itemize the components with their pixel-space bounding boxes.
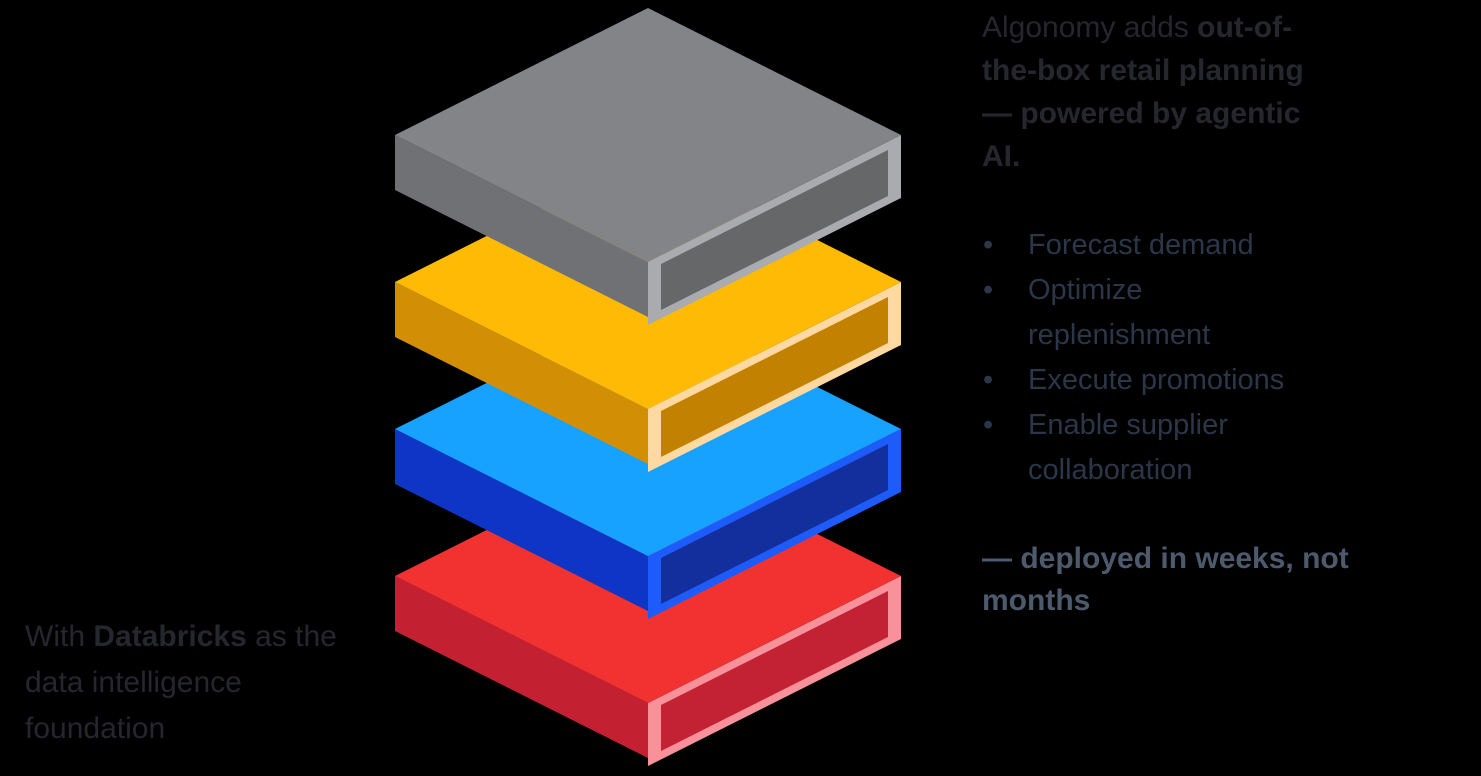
- intro-line-2: the-box retail planning: [982, 54, 1304, 87]
- blue-left-face: [395, 429, 648, 611]
- outro-paragraph: — deployed in weeks, not months: [982, 538, 1422, 622]
- left-caption-line-2: data intelligence: [25, 666, 242, 699]
- gray-top-face: [395, 8, 901, 262]
- intro-line-1: Algonomy adds out-of-: [982, 6, 1422, 49]
- intro-paragraph: Algonomy adds out-of- the-box retail pla…: [982, 6, 1422, 178]
- left-caption-suffix: as the: [246, 620, 337, 653]
- intro-line-4: AI.: [982, 140, 1021, 173]
- gray-right-face-panel: [661, 150, 888, 310]
- left-caption-line-3: foundation: [25, 712, 166, 745]
- outro-line-2: months: [982, 584, 1091, 617]
- left-caption: With Databricks as the data intelligence…: [25, 614, 385, 752]
- intro-regular-text: Algonomy adds: [982, 11, 1198, 44]
- intro-line-3: — powered by agentic: [982, 97, 1301, 130]
- bullet-item-execute-promotions: Execute promotions: [982, 358, 1327, 403]
- intro-bold-text: out-of-: [1197, 11, 1293, 44]
- left-caption-prefix: With: [25, 620, 94, 653]
- right-panel: Algonomy adds out-of- the-box retail pla…: [982, 6, 1422, 622]
- outro-line-1: — deployed in weeks, not: [982, 542, 1349, 575]
- gray-left-face: [395, 135, 648, 317]
- layer-gray: [395, 8, 901, 325]
- left-caption-line-1: With Databricks as the: [25, 614, 385, 660]
- gold-left-face: [395, 282, 648, 464]
- bullet-item-optimize-replenishment: Optimize replenishment: [982, 268, 1327, 358]
- databricks-brand-text: Databricks: [93, 620, 247, 653]
- gold-right-face-panel: [661, 297, 888, 457]
- bullet-item-supplier-collaboration: Enable supplier collaboration: [982, 403, 1327, 493]
- red-left-face: [395, 576, 648, 758]
- red-right-face-panel: [661, 591, 888, 751]
- capability-bullet-list: Forecast demand Optimize replenishment E…: [982, 223, 1327, 493]
- blue-right-face-panel: [661, 444, 888, 604]
- bullet-item-forecast-demand: Forecast demand: [982, 223, 1327, 268]
